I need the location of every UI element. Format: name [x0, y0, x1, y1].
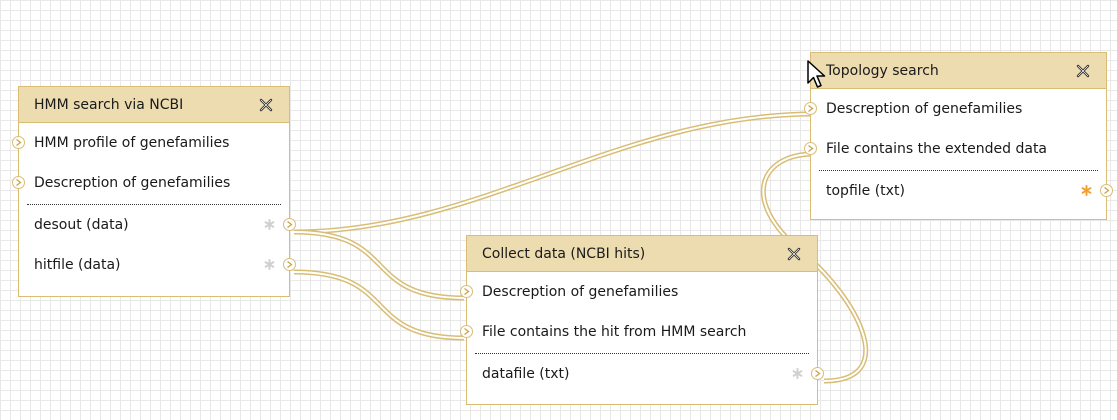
connector-desout-to-topology-desc[interactable] — [293, 111, 815, 235]
output-terminal[interactable] — [811, 367, 824, 380]
node-title-bar[interactable]: Collect data (NCBI hits) — [467, 236, 817, 272]
node-title: Topology search — [826, 62, 939, 79]
asterisk-icon[interactable] — [792, 368, 803, 379]
output-label: datafile (txt) — [482, 366, 570, 382]
output-row: topfile (txt) — [811, 171, 1113, 211]
input-label: File contains the extended data — [826, 141, 1048, 157]
close-icon[interactable] — [257, 96, 275, 114]
input-row: Descreption of genefamilies — [460, 272, 817, 312]
asterisk-icon[interactable] — [264, 219, 275, 230]
input-terminal[interactable] — [460, 285, 473, 298]
input-terminal[interactable] — [804, 102, 817, 115]
output-terminal[interactable] — [1100, 184, 1113, 197]
mouse-pointer-icon — [807, 60, 826, 88]
connector-desout-to-collect-desc[interactable] — [293, 229, 465, 301]
node-title-bar[interactable]: HMM search via NCBI — [19, 87, 289, 123]
connector-hitfile-to-collect-hit[interactable] — [293, 269, 465, 341]
input-terminal[interactable] — [460, 325, 473, 338]
output-row: hitfile (data) — [19, 245, 296, 285]
output-row: datafile (txt) — [467, 354, 824, 394]
node-title: HMM search via NCBI — [34, 96, 184, 113]
divider — [27, 204, 281, 205]
output-row: desout (data) — [19, 205, 296, 245]
node-title: Collect data (NCBI hits) — [482, 245, 646, 262]
input-terminal[interactable] — [12, 176, 25, 189]
input-terminal[interactable] — [12, 136, 25, 149]
divider — [475, 353, 809, 354]
output-label: topfile (txt) — [826, 183, 905, 199]
node-hmm-search[interactable]: HMM search via NCBI HMM profile of genef… — [12, 86, 296, 297]
output-terminal[interactable] — [283, 218, 296, 231]
input-label: HMM profile of genefamilies — [34, 135, 230, 151]
asterisk-icon[interactable] — [1081, 185, 1092, 196]
input-label: Descreption of genefamilies — [826, 101, 1023, 117]
close-icon[interactable] — [1074, 62, 1092, 80]
output-terminal[interactable] — [283, 258, 296, 271]
output-label: hitfile (data) — [34, 257, 121, 273]
divider — [819, 170, 1098, 171]
input-label: File contains the hit from HMM search — [482, 324, 747, 340]
close-icon[interactable] — [785, 245, 803, 263]
input-row: File contains the extended data — [804, 129, 1106, 169]
node-title-bar[interactable]: Topology search — [811, 53, 1106, 89]
input-row: Descreption of genefamilies — [804, 89, 1106, 129]
node-topology-search[interactable]: Topology search Descreption of genefamil… — [804, 52, 1113, 220]
input-label: Descreption of genefamilies — [34, 175, 231, 191]
input-row: Descreption of genefamilies — [12, 163, 289, 203]
input-label: Descreption of genefamilies — [482, 284, 679, 300]
node-collect-data[interactable]: Collect data (NCBI hits) Descreption of … — [460, 235, 824, 405]
asterisk-icon[interactable] — [264, 259, 275, 270]
output-label: desout (data) — [34, 217, 129, 233]
input-row: HMM profile of genefamilies — [12, 123, 289, 163]
input-row: File contains the hit from HMM search — [460, 312, 817, 352]
input-terminal[interactable] — [804, 142, 817, 155]
